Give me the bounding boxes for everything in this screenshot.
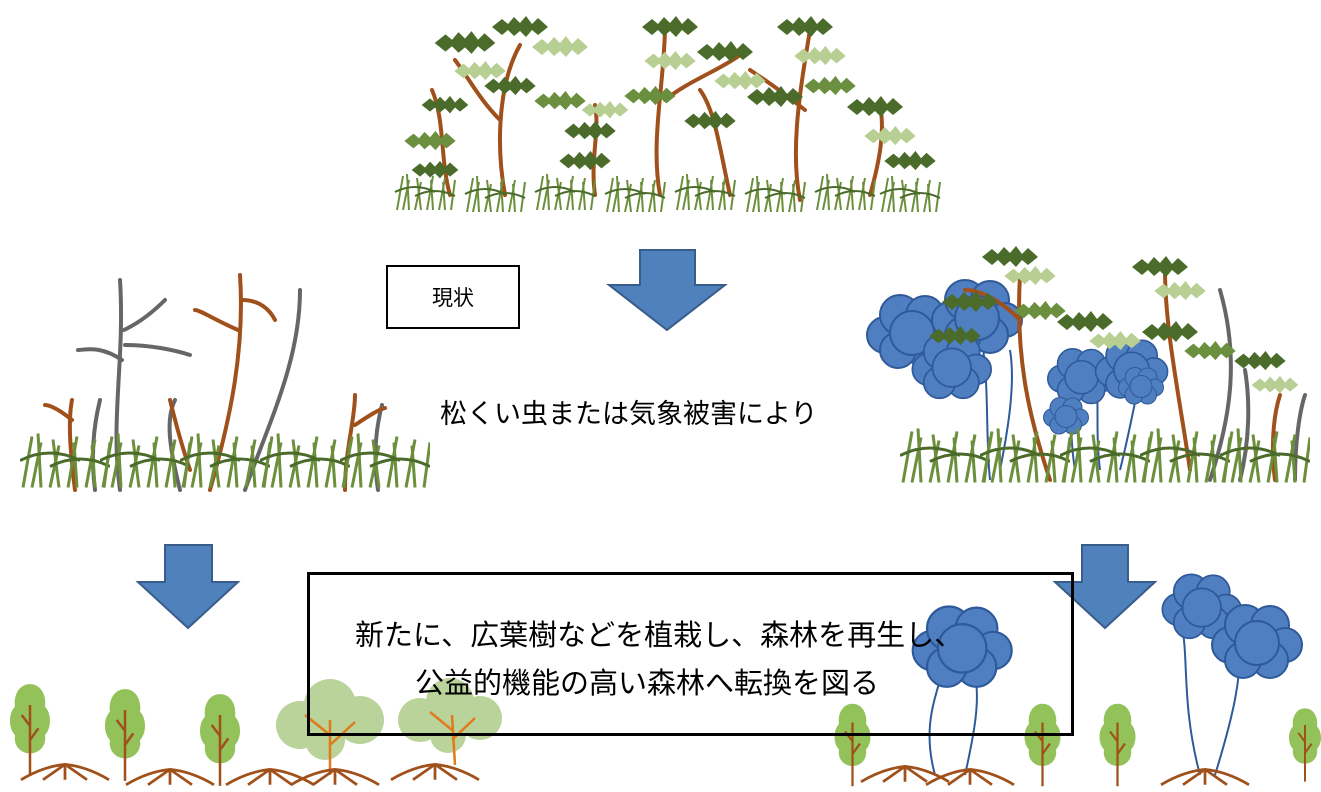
damaged-pine-forest [20, 273, 430, 492]
plan-text-line-1: 新たに、広葉樹などを植栽し、森林を再生し、 [355, 618, 964, 652]
healthy-pine-forest [393, 16, 942, 212]
plan-text-line-2: 公益的機能の高い森林へ転換を図る [415, 666, 880, 700]
cause-label: 松くい虫または気象被害により [440, 399, 818, 430]
down-arrow-top [606, 249, 728, 332]
status-label-box: 現状 [386, 265, 520, 329]
down-arrow-left [135, 544, 241, 630]
down-arrow-right [1052, 544, 1158, 630]
status-label: 現状 [432, 286, 474, 310]
plan-text-box [307, 572, 1074, 736]
replanted-broadleaf-right [833, 573, 1321, 788]
mixed-forest [866, 246, 1310, 485]
replanted-broadleaf-left [8, 678, 502, 788]
